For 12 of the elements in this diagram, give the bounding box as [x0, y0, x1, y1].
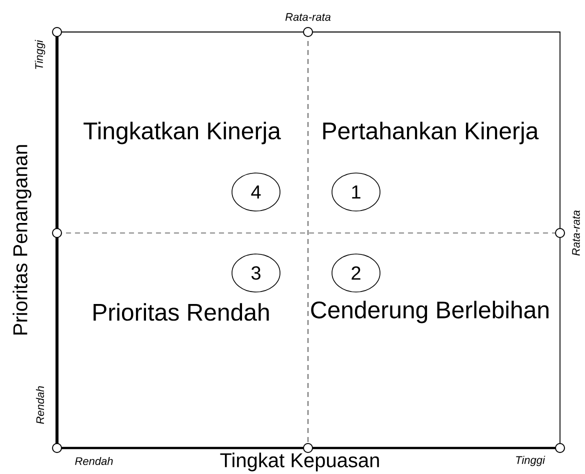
tick-label: Rendah [36, 386, 44, 424]
axis-title: Prioritas Penanganan [12, 145, 32, 335]
quadrant-label: Pertahankan Kinerja [323, 122, 539, 144]
quadrant-label: Cenderung Berlebihan [311, 300, 548, 324]
tick-label: Tinggi [34, 40, 46, 69]
quadrant-label: Tingkatkan Kinerja [84, 122, 281, 144]
tick-label: Rata-rata [572, 210, 580, 256]
tick-label: Rata-rata [285, 13, 331, 21]
axis-title: Tingkat Kepuasan [220, 452, 379, 472]
tick-label: Rendah [75, 456, 113, 466]
quadrant-label: Prioritas Rendah [94, 303, 269, 321]
tick-label: Tinggi [516, 456, 546, 466]
